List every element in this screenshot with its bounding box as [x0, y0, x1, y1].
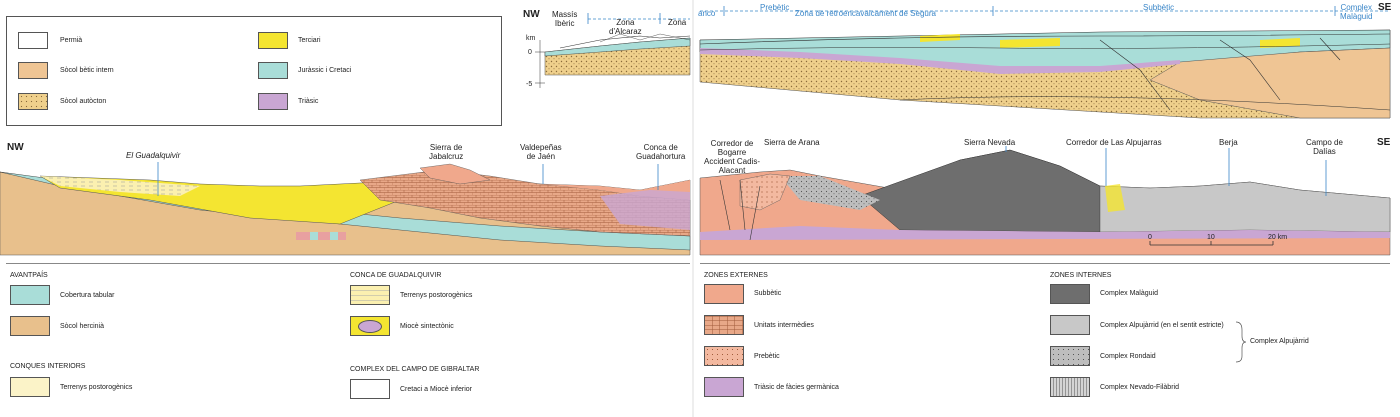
- top-nw-label: NW: [523, 9, 540, 20]
- legend-swatch-jurassic: [258, 62, 288, 79]
- legend-swatch-triasic-germanica: [704, 377, 744, 397]
- corredor-alpujarras-label: Corredor de Las Alpujarras: [1066, 138, 1162, 147]
- bottom-left-section-drawing: [0, 162, 691, 256]
- legend-group-gibraltar: Complex del Campo de Gibraltar: [350, 366, 480, 373]
- legend-group-avantpais: Avantpaís: [10, 272, 48, 279]
- valdepenas-label: Valdepeñas de Jaén: [520, 143, 562, 161]
- legend-group-externes: Zones externes: [704, 272, 768, 279]
- legend-swatch-postorogenics-c: [10, 377, 50, 397]
- legend-label-socol-autocton: Sòcol autòcton: [60, 98, 107, 105]
- top-left-section-drawing: [535, 13, 691, 88]
- legend-swatch-alpujarrid: [1050, 315, 1090, 335]
- legend-label-subbetic: Subbètic: [754, 290, 782, 297]
- legend-group-conques: Conques interiors: [10, 363, 86, 370]
- zona-alcaraz-label: Zona d'Alcaraz: [609, 18, 642, 36]
- massis-iberic-label: Massís Ibèric: [552, 10, 578, 28]
- legend-swatch-nevado: [1050, 377, 1090, 397]
- zona-label: Zona: [668, 18, 687, 27]
- bottom-se-label: SE: [1377, 137, 1391, 148]
- legend-swatch-socol-betic: [18, 62, 48, 79]
- legend-label-triasic: Triàsic: [298, 98, 319, 105]
- legend-swatch-unitats: [704, 315, 744, 335]
- subbetic-label: Subbètic: [1143, 3, 1175, 12]
- legend-swatch-terciari: [258, 32, 288, 49]
- legend-label-socol-hercinia: Sòcol hercinià: [60, 323, 104, 330]
- bottom-left-legend-rule: [6, 263, 690, 264]
- legend-label-miocene: Miocè sintectònic: [400, 323, 454, 330]
- guadalquivir-label: El Guadalquivir: [126, 151, 181, 160]
- legend-swatch-cobertura: [10, 285, 50, 305]
- jabalcruz-label: Sierra de Jabalcruz: [429, 143, 464, 161]
- legend-label-nevado: Complex Nevado-Filàbrid: [1100, 384, 1179, 391]
- tick-minus5: -5: [526, 81, 533, 88]
- scale-10: 10: [1207, 234, 1215, 241]
- miocene-blob-icon: [358, 320, 382, 333]
- legend-label-cobertura: Cobertura tabular: [60, 292, 115, 299]
- legend-label-terciari: Terciari: [298, 37, 321, 44]
- legend-swatch-socol-hercinia: [10, 316, 50, 336]
- legend-swatch-malaguid: [1050, 284, 1090, 304]
- legend-label-postorogenics-c: Terrenys postorogènics: [60, 384, 133, 391]
- legend-label-permia: Permià: [60, 37, 83, 44]
- bracket-label-alpujarrid: Complex Alpujàrrid: [1250, 338, 1309, 345]
- bottom-nw-label: NW: [7, 142, 24, 153]
- legend-label-rondaid: Complex Rondaid: [1100, 353, 1156, 360]
- legend-label-socol-betic: Sòcol bètic intern: [60, 67, 114, 74]
- sierra-nevada-label: Sierra Nevada: [964, 138, 1016, 147]
- legend-label-cretaci-miocene: Cretaci a Miocè inferior: [400, 386, 472, 393]
- legend-label-jurassic: Juràssic i Cretaci: [298, 67, 352, 74]
- legend-swatch-socol-autocton: [18, 93, 48, 110]
- legend-swatch-postorogenics-g: [350, 285, 390, 305]
- legend-group-guadalquivir: Conca de Guadalquivir: [350, 272, 442, 279]
- zona-retro-label: Zona de retroencavalcament de Segura: [795, 9, 936, 18]
- top-legend: [6, 16, 502, 126]
- guadahortura-label: Conca de Guadahortura: [636, 143, 686, 161]
- top-se-label: SE: [1378, 2, 1392, 13]
- bottom-right-legend-rule: [700, 263, 1390, 264]
- legend-label-prebetic: Prebètic: [754, 353, 780, 360]
- scale-20km: 20 km: [1268, 234, 1288, 241]
- legend-swatch-prebetic: [704, 346, 744, 366]
- tick-0: 0: [528, 49, 532, 56]
- legend-label-postorogenics-g: Terrenys postorogènics: [400, 292, 473, 299]
- sierra-arana-label: Sierra de Arana: [764, 138, 820, 147]
- legend-swatch-permia: [18, 32, 48, 49]
- corredor-bogarre-label: Corredor de Bogarre Accident Cadis- Alac…: [704, 139, 761, 175]
- km-label: km: [526, 35, 536, 42]
- bottom-right-section-drawing: [699, 146, 1391, 256]
- legend-swatch-triasic: [258, 93, 288, 110]
- campo-dalias-label: Campo de Dalías: [1306, 138, 1343, 156]
- legend-swatch-cretaci-miocene: [350, 379, 390, 399]
- prebetic-label: Prebètic: [760, 3, 790, 12]
- anco-label: anco: [698, 9, 716, 18]
- legend-label-malaguid: Complex Malàguid: [1100, 290, 1158, 297]
- scale-0: 0: [1148, 234, 1152, 241]
- legend-swatch-subbetic: [704, 284, 744, 304]
- berja-label: Berja: [1219, 138, 1238, 147]
- legend-swatch-rondaid: [1050, 346, 1090, 366]
- legend-group-internes: Zones internes: [1050, 272, 1112, 279]
- legend-label-alpujarrid: Complex Alpujàrrid (en el sentit estrict…: [1100, 322, 1224, 329]
- alpujarrid-bracket: [1235, 321, 1247, 363]
- legend-label-triasic-germanica: Triàsic de fàcies germànica: [754, 384, 839, 391]
- complex-malaguid-label: Complex Malàguid: [1340, 3, 1373, 21]
- top-right-section-drawing: [699, 6, 1391, 119]
- legend-label-unitats: Unitats intermèdies: [754, 322, 814, 329]
